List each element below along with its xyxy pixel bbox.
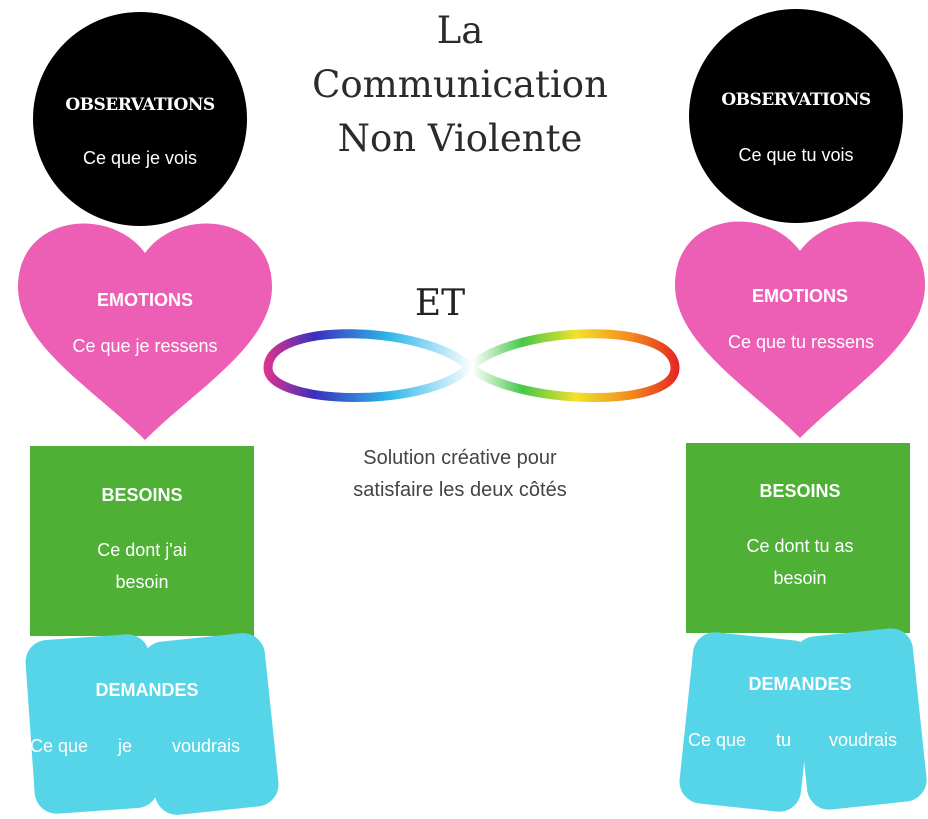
- right-demandes-word-3: voudrais: [829, 730, 898, 750]
- et-label: ET: [414, 283, 466, 324]
- right-besoins-line-2: besoin: [773, 568, 827, 588]
- left-besoins-title: BESOINS: [101, 485, 183, 505]
- caption-line-1: Solution créative pour: [363, 447, 557, 469]
- right-demandes-title: DEMANDES: [748, 674, 852, 694]
- left-demandes-leg-right: [141, 633, 279, 815]
- left-besoins-square: [30, 446, 254, 636]
- title-line-1: La: [436, 9, 484, 52]
- right-emotions-text: Ce que tu ressens: [727, 332, 875, 352]
- left-emotions-text: Ce que je ressens: [72, 336, 218, 356]
- right-besoins-line-1: Ce dont tu as: [746, 536, 854, 556]
- solution-caption: Solution créative pour satisfaire les de…: [270, 442, 650, 506]
- right-observations-title: OBSERVATIONS: [721, 90, 871, 110]
- right-demandes-word-2: tu: [776, 730, 792, 750]
- left-demandes-title: DEMANDES: [95, 680, 199, 700]
- left-besoins-line-2: besoin: [115, 572, 169, 592]
- right-demandes-leg-left: [679, 632, 815, 812]
- page-title: La Communication Non Violente: [270, 4, 650, 166]
- right-emotions-title: EMOTIONS: [751, 286, 848, 306]
- title-line-3: Non Violente: [337, 117, 583, 160]
- title-line-2: Communication: [312, 63, 608, 106]
- left-demandes-leg-left: [25, 634, 159, 814]
- left-demandes-word-1: Ce que: [30, 736, 89, 756]
- left-emotions-title: EMOTIONS: [96, 290, 193, 310]
- left-demandes-word-2: je: [118, 736, 133, 756]
- right-observations-circle: [689, 9, 903, 223]
- left-besoins-line-1: Ce dont j'ai: [97, 540, 187, 560]
- right-demandes-leg-right: [793, 628, 927, 810]
- left-observations-circle: [33, 12, 247, 226]
- right-emotions-heart: [675, 221, 925, 438]
- right-besoins-title: BESOINS: [759, 481, 841, 501]
- right-besoins-square: [686, 443, 910, 633]
- infinity-symbol: [263, 329, 680, 403]
- right-demandes-word-1: Ce que: [688, 730, 747, 750]
- caption-line-2: satisfaire les deux côtés: [353, 479, 567, 501]
- right-observations-text: Ce que tu vois: [738, 145, 854, 165]
- left-emotions-heart: [18, 223, 272, 440]
- left-observations-title: OBSERVATIONS: [65, 95, 215, 115]
- left-observations-text: Ce que je vois: [82, 148, 198, 168]
- left-demandes-word-3: voudrais: [172, 736, 241, 756]
